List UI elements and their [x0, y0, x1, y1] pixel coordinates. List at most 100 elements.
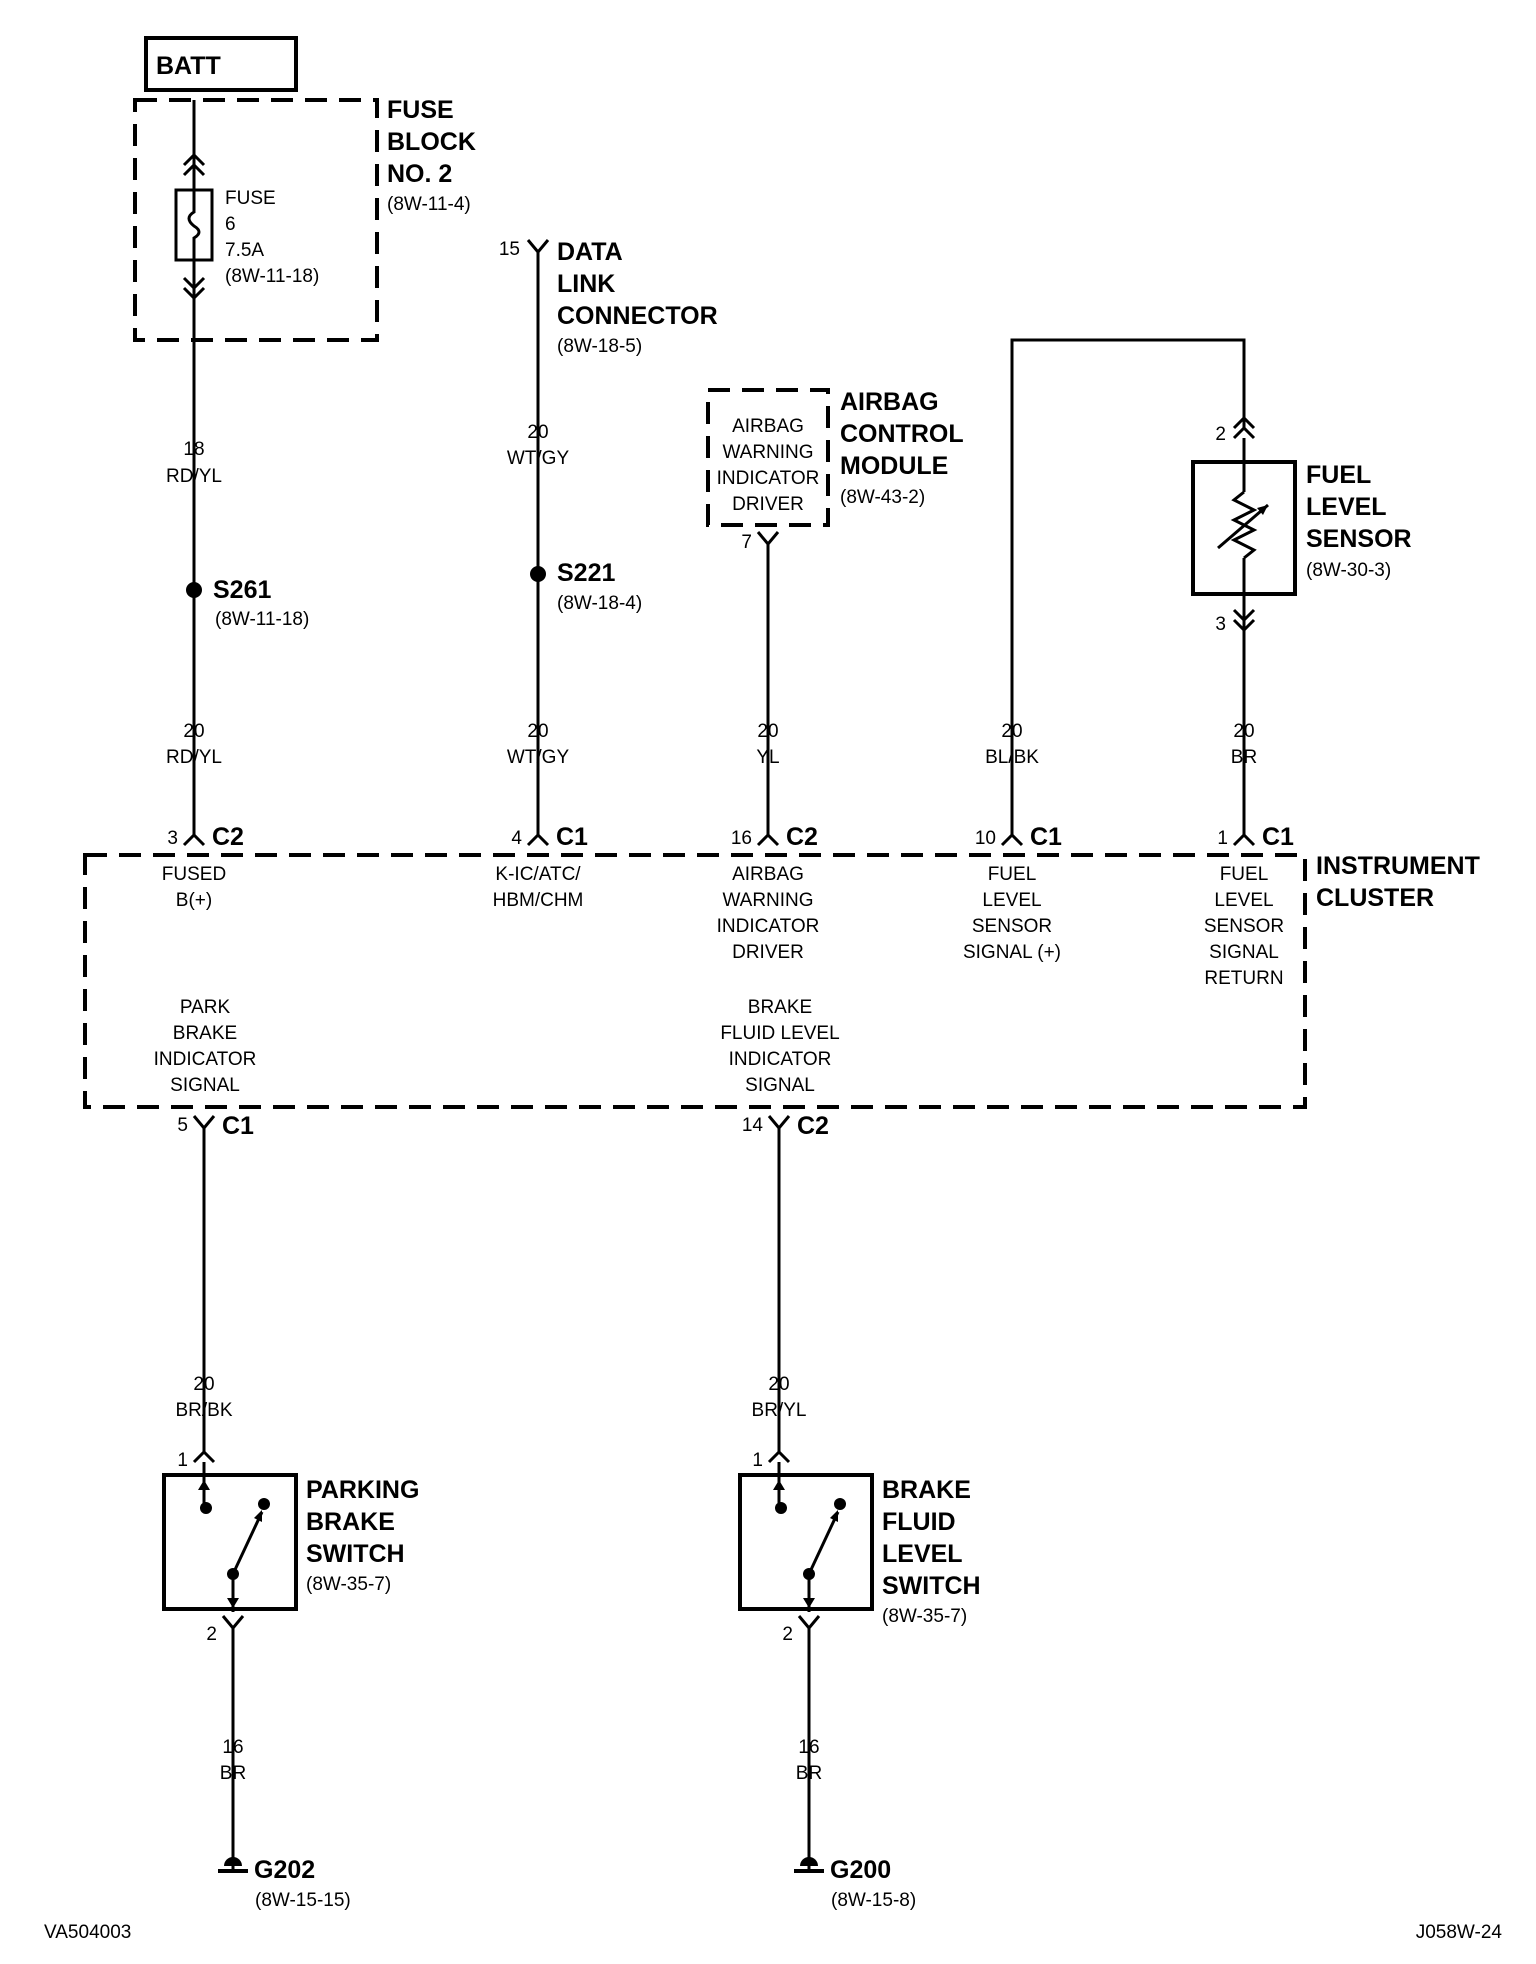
cluster-bottom-label-1-0: BRAKE	[748, 997, 812, 1018]
parking-brake-switch-box	[162, 1473, 298, 1611]
wire2-lower-gauge: 20	[527, 721, 548, 742]
wire3-color: YL	[756, 747, 779, 768]
fuse-label-3: 7.5A	[225, 240, 264, 261]
fuse-block-ref: (8W-11-4)	[387, 194, 471, 215]
cluster-bottom-pin-0: 5	[177, 1115, 188, 1136]
fuel-sensor-pin-top: 2	[1215, 424, 1226, 445]
parking-switch-arrow-down	[227, 1598, 239, 1608]
fluid-switch-name-3: LEVEL	[882, 1540, 963, 1568]
airbag-pin: 7	[741, 532, 752, 553]
cluster-top-label-4-0: FUEL	[1220, 864, 1269, 885]
dlc-name-1: DATA	[557, 238, 623, 266]
parking-switch-blade-tip	[254, 1510, 262, 1522]
ground-g202-name: G202	[254, 1856, 315, 1884]
splice-s221-ref: (8W-18-4)	[557, 593, 642, 614]
fluid-switch-pin-bottom: 2	[782, 1624, 793, 1645]
cluster-top-label-4-1: LEVEL	[1214, 890, 1273, 911]
wire2-upper-color: WT/GY	[507, 448, 570, 469]
cluster-bottom-conn-0: C1	[222, 1112, 254, 1140]
cluster-top-label-2-3: DRIVER	[732, 942, 804, 963]
dlc-name-3: CONNECTOR	[557, 302, 718, 330]
cluster-top-pin-1: 4	[511, 828, 522, 849]
fuse-label-4: (8W-11-18)	[225, 266, 319, 287]
ground-g200-name: G200	[830, 1856, 891, 1884]
cluster-top-conn-4: C1	[1262, 823, 1294, 851]
parking-switch-ref: (8W-35-7)	[306, 1574, 391, 1595]
fluid-switch-contact-2	[834, 1498, 846, 1510]
ground-g202-symbol	[224, 1857, 242, 1866]
cluster-top-pin-4: 1	[1217, 828, 1228, 849]
cluster-bottom-label-0-0: PARK	[180, 997, 231, 1018]
parking-switch-blade	[231, 1511, 264, 1575]
fluid-switch-contact-1	[775, 1502, 787, 1514]
cluster-bottom-label-1-2: INDICATOR	[729, 1049, 832, 1070]
cluster-top-pin-3: 10	[975, 828, 996, 849]
ground-g202-ref: (8W-15-15)	[255, 1890, 351, 1911]
cluster-name-2: CLUSTER	[1316, 884, 1434, 912]
fluid-switch-name-1: BRAKE	[882, 1476, 971, 1504]
parking-switch-contact-1	[200, 1502, 212, 1514]
cluster-bottom-label-0-3: SIGNAL	[170, 1075, 240, 1096]
cluster-top-label-2-1: WARNING	[722, 890, 813, 911]
wire8-color: BR	[220, 1763, 246, 1784]
cluster-top-pin-2: 16	[731, 828, 752, 849]
wire4-gauge: 20	[1001, 721, 1022, 742]
fuse-block-name-1: FUSE	[387, 96, 454, 124]
ground-g200-symbol	[800, 1857, 818, 1866]
cluster-top-conn-2: C2	[786, 823, 818, 851]
wire5-gauge: 20	[1233, 721, 1254, 742]
cluster-top-conn-1: C1	[556, 823, 588, 851]
fuse-bottom-chevron-2	[182, 286, 206, 301]
cluster-top-label-1-1: HBM/CHM	[493, 890, 584, 911]
cluster-pin-16-symbol	[756, 832, 780, 847]
dlc-connector-symbol	[526, 239, 550, 255]
cluster-top-label-2-2: INDICATOR	[717, 916, 820, 937]
fluid-switch-bottom-connector	[797, 1615, 821, 1631]
fuse-block-name-2: BLOCK	[387, 128, 476, 156]
cluster-bottom-pin-1: 14	[742, 1115, 764, 1136]
wire7-color: BR/YL	[752, 1400, 807, 1421]
cluster-top-label-0-1: B(+)	[176, 890, 212, 911]
footer-right-code: J058W-24	[1416, 1922, 1503, 1943]
parking-switch-pin-bottom: 2	[206, 1624, 217, 1645]
wire6-gauge: 20	[193, 1374, 214, 1395]
footer-left-code: VA504003	[44, 1922, 131, 1943]
cluster-top-pin-0: 3	[167, 828, 178, 849]
wire3-gauge: 20	[757, 721, 778, 742]
wire4-color: BL/BK	[985, 747, 1039, 768]
cluster-bottom-label-1-1: FLUID LEVEL	[720, 1023, 839, 1044]
fluid-switch-pin-top: 1	[752, 1450, 763, 1471]
wire8-gauge: 16	[222, 1737, 243, 1758]
airbag-box-line-2: WARNING	[722, 442, 813, 463]
cluster-name-1: INSTRUMENT	[1316, 852, 1480, 880]
fluid-switch-blade-tip	[830, 1510, 838, 1522]
parking-switch-arrow-up	[198, 1480, 210, 1490]
cluster-top-label-3-0: FUEL	[988, 864, 1037, 885]
cluster-top-label-1-0: K-IC/ATC/	[495, 864, 581, 885]
airbag-name-3: MODULE	[840, 452, 948, 480]
fuse-block-outline	[133, 98, 379, 342]
cluster-bottom-label-0-1: BRAKE	[173, 1023, 237, 1044]
cluster-top-label-3-1: LEVEL	[982, 890, 1041, 911]
wire9-gauge: 16	[798, 1737, 819, 1758]
fluid-switch-name-4: SWITCH	[882, 1572, 981, 1600]
dlc-pin: 15	[499, 239, 520, 260]
cluster-pin-4-symbol	[526, 832, 550, 847]
fluid-switch-top-connector	[767, 1449, 791, 1464]
fluid-switch-arrow-down	[803, 1598, 815, 1608]
splice-s261-ref: (8W-11-18)	[215, 609, 309, 630]
cluster-bottom-conn-1: C2	[797, 1112, 829, 1140]
wire1-upper-gauge: 18	[183, 439, 204, 460]
cluster-bottom-label-0-2: INDICATOR	[154, 1049, 257, 1070]
fuel-sensor-name-3: SENSOR	[1306, 525, 1412, 553]
wire1-lower-gauge: 20	[183, 721, 204, 742]
airbag-name-2: CONTROL	[840, 420, 964, 448]
cluster-bottom-label-1-3: SIGNAL	[745, 1075, 815, 1096]
cluster-pin-10-symbol	[1000, 832, 1024, 847]
dlc-ref: (8W-18-5)	[557, 336, 642, 357]
fuse-element	[187, 190, 201, 260]
wire1-upper-color: RD/YL	[166, 466, 222, 487]
airbag-box-line-4: DRIVER	[732, 494, 804, 515]
wire1-lower-color: RD/YL	[166, 747, 222, 768]
wire5-color: BR	[1231, 747, 1257, 768]
